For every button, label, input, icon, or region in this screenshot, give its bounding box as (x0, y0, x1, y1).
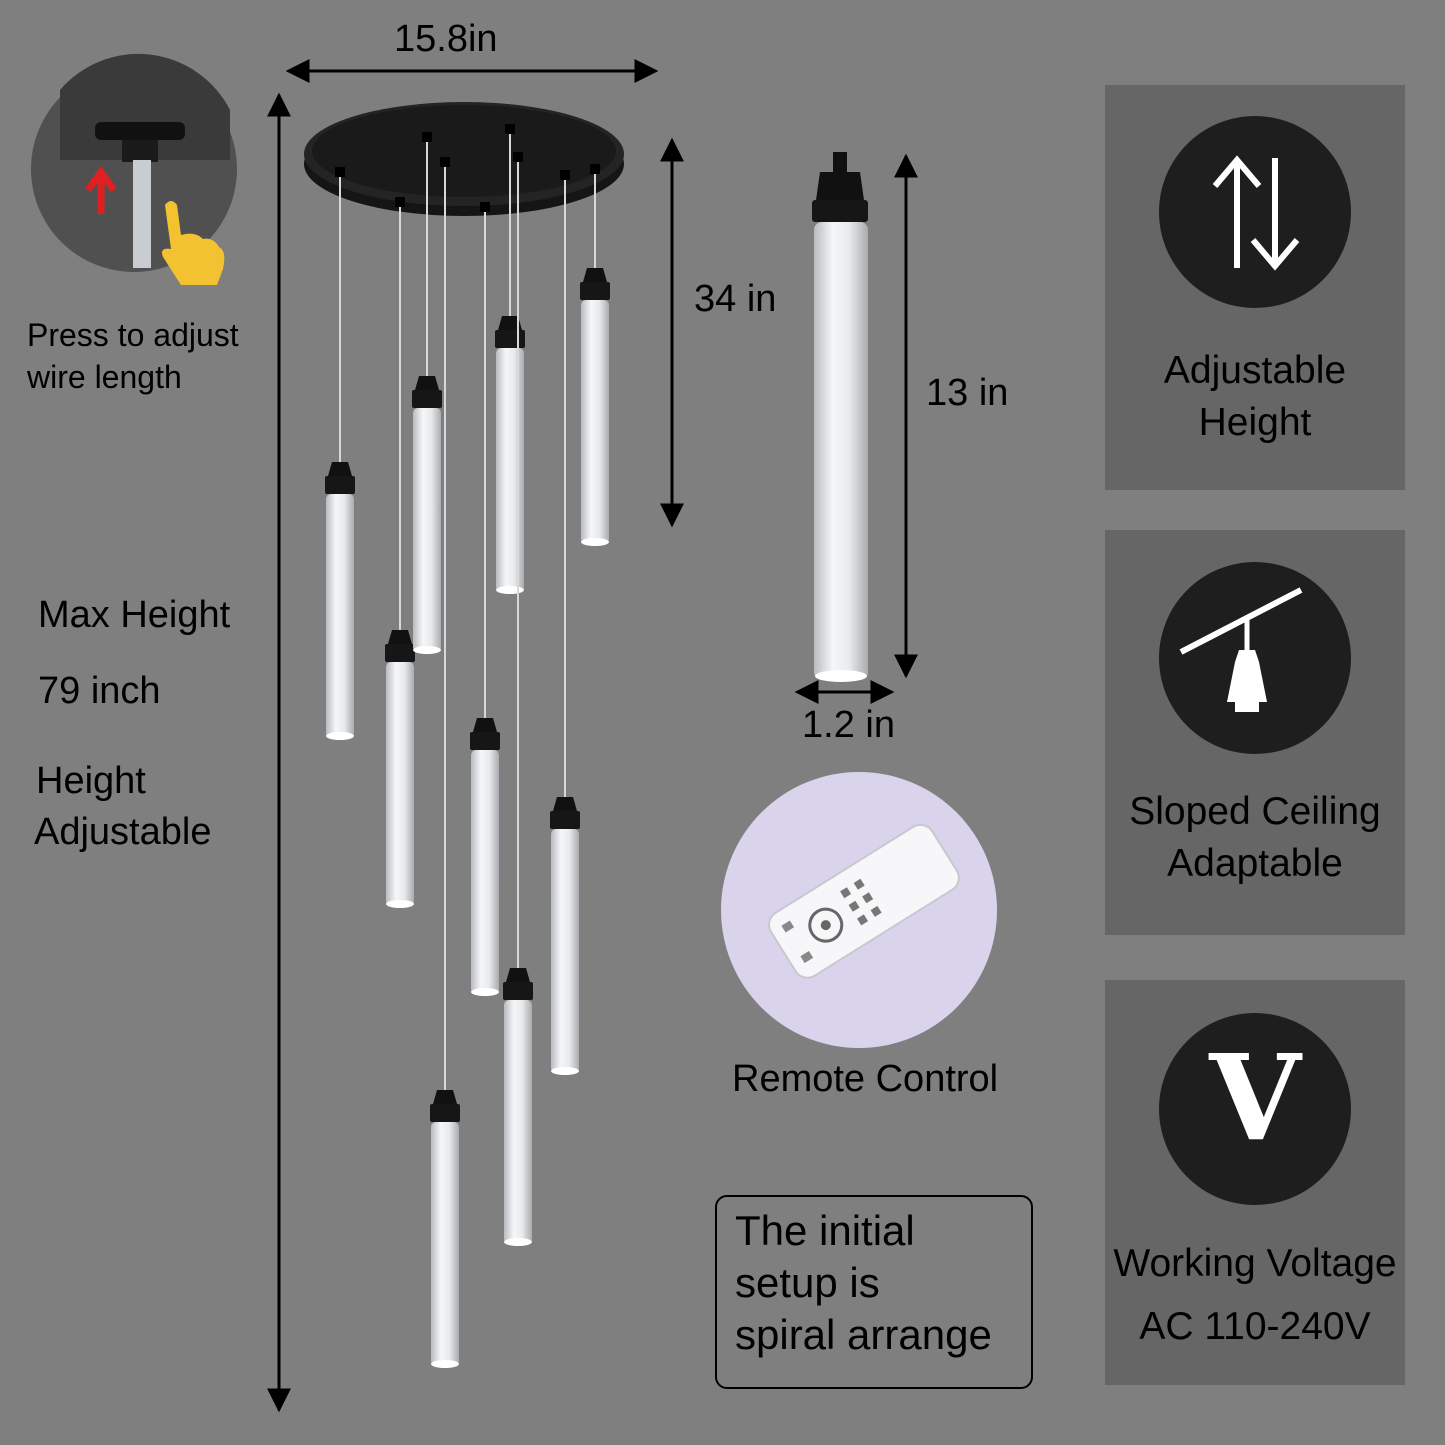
feature-2-line1: Sloped Ceiling (1129, 790, 1381, 833)
feature-panel-working-voltage: V Working Voltage AC 110-240V (1105, 980, 1405, 1385)
voltage-v-icon: V (1159, 1013, 1351, 1205)
setup-note-line2: setup is (735, 1259, 880, 1306)
pendant-glow (581, 538, 609, 546)
feature-panel-adjustable-height: Adjustable Height (1105, 85, 1405, 490)
feature-3-line1: Working Voltage (1113, 1242, 1397, 1285)
pendant-cap (328, 462, 352, 476)
tube-diameter-label: 1.2 in (802, 704, 895, 746)
pendant-glow (471, 988, 499, 996)
inset-caption: Press to adjust wire length (27, 314, 239, 398)
pendant-collar (470, 732, 500, 750)
feature-3-line2: AC 110-240V (1139, 1305, 1371, 1349)
pendant-glow (386, 900, 414, 908)
pendant-collar (503, 982, 533, 1000)
height-adjustable-line1: Height (36, 760, 146, 802)
pendant-glow (496, 586, 524, 594)
wire-anchor (422, 132, 432, 142)
pointing-hand-icon (162, 201, 225, 285)
sloped-ceiling-pendant-icon (1159, 562, 1351, 754)
feature-1-line1: Adjustable (1163, 349, 1347, 392)
pendant-cap (433, 1090, 457, 1104)
pendant-collar (430, 1104, 460, 1122)
max-height-value: 79 inch (38, 670, 161, 712)
remote-control-image (721, 772, 997, 1048)
pendant-collar (325, 476, 355, 494)
height-adjustable-line2: Adjustable (34, 811, 212, 853)
pendant-collar (550, 811, 580, 829)
pendant-glow (431, 1360, 459, 1368)
inset-caption-line1: Press to adjust (27, 317, 239, 353)
pendant-cap (506, 968, 530, 982)
pendant-tube (581, 300, 609, 544)
wire-anchor (560, 170, 570, 180)
pendant-tube (471, 750, 499, 994)
ceiling-canopy (304, 102, 624, 216)
pendant-collar (580, 282, 610, 300)
up-down-arrows-icon (1159, 116, 1351, 308)
pendant-cap (415, 376, 439, 390)
remote-control-label: Remote Control (732, 1058, 999, 1100)
pendant-cap (388, 630, 412, 644)
setup-note-line3: spiral arrange (735, 1311, 992, 1358)
pendant-tube (413, 408, 441, 652)
setup-note-box: The initial setup is spiral arrange (715, 1195, 1033, 1389)
pendant-group (325, 124, 610, 1368)
pendant-collar (412, 390, 442, 408)
wire-anchor (590, 164, 600, 174)
feature-panel-sloped-ceiling: Sloped Ceiling Adaptable (1105, 530, 1405, 935)
pendant-glow (551, 1067, 579, 1075)
single-pendant-detail (812, 152, 868, 682)
pendant-collar (495, 330, 525, 348)
wire-anchor (480, 202, 490, 212)
drop-length-label: 34 in (694, 278, 777, 320)
pendant-glow (413, 646, 441, 654)
pendant-tube (431, 1122, 459, 1366)
voltage-v-glyph: V (1209, 1028, 1301, 1167)
setup-note-line1: The initial (735, 1207, 915, 1254)
wire-anchor (335, 167, 345, 177)
tube-length-label: 13 in (926, 372, 1009, 414)
wire-anchor (513, 152, 523, 162)
wire-adjust-inset (31, 53, 237, 285)
pendant-cap (583, 268, 607, 282)
pendant-glow (504, 1238, 532, 1246)
pendant-cap (498, 316, 522, 330)
feature-2-line2: Adaptable (1167, 842, 1343, 886)
pendant-tube (504, 1000, 532, 1244)
wire-anchor (395, 197, 405, 207)
red-up-arrow-icon (85, 166, 117, 214)
wire-anchor (505, 124, 515, 134)
max-height-label: Max Height (38, 594, 231, 636)
pendant-tube (496, 348, 524, 592)
feature-1-line2: Height (1198, 401, 1312, 445)
pendant-tube (326, 494, 354, 738)
pendant-collar (385, 644, 415, 662)
inset-caption-line2: wire length (27, 359, 182, 396)
canopy-width-label: 15.8in (394, 18, 498, 60)
pendant-tube (551, 829, 579, 1073)
pendant-glow (326, 732, 354, 740)
pendant-cap (473, 718, 497, 732)
pendant-tube (386, 662, 414, 906)
wire-anchor (440, 157, 450, 167)
pendant-cap (553, 797, 577, 811)
